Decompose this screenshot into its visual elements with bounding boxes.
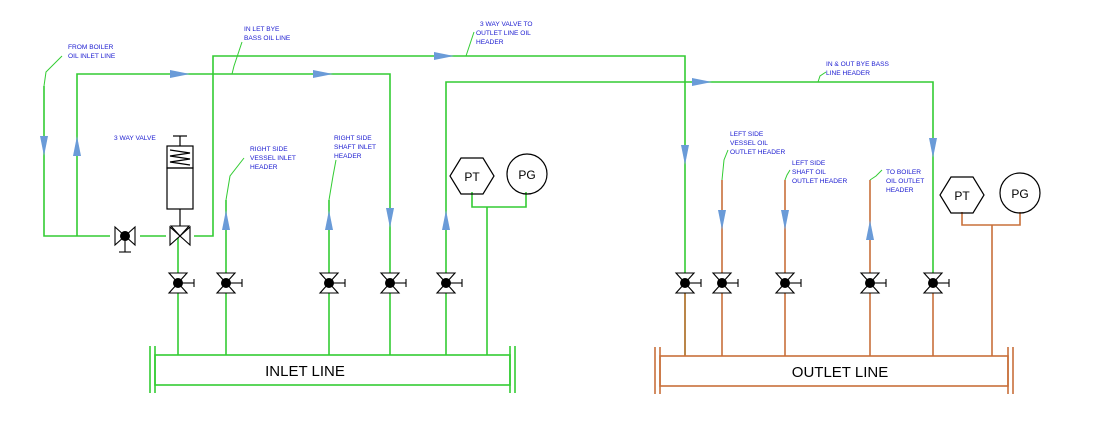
arrow-down bbox=[718, 210, 726, 230]
pressure-gauge-icon bbox=[999, 172, 1041, 214]
valve-actuator-icon bbox=[166, 167, 194, 210]
label-three-way-to-outlet: 3 WAY VALVE TO OUTLET LINE OIL HEADER bbox=[476, 21, 534, 46]
arrow-up bbox=[73, 136, 81, 156]
arrow-right bbox=[692, 78, 712, 86]
pg-label: PG bbox=[1011, 187, 1028, 201]
valves bbox=[114, 135, 950, 294]
arrow-down bbox=[681, 145, 689, 165]
arrow-up bbox=[866, 220, 874, 240]
bypass-valve-icon bbox=[114, 226, 136, 253]
arrow-down bbox=[781, 210, 789, 230]
outlet-valve-icon bbox=[860, 272, 887, 294]
label-to-boiler-outlet: TO BOILER OIL OUTLET HEADER bbox=[886, 169, 926, 194]
label-right-vessel-inlet: RIGHT SIDE VESSEL INLET HEADER bbox=[250, 146, 298, 171]
pt-label: PT bbox=[954, 189, 970, 203]
label-three-way-valve: 3 WAY VALVE bbox=[114, 135, 156, 142]
arrow-up bbox=[325, 210, 333, 230]
label-left-shaft-outlet: LEFT SIDE SHAFT OIL OUTLET HEADER bbox=[792, 160, 847, 185]
pressure-transmitter-icon bbox=[449, 157, 495, 195]
inlet-valve-icon bbox=[168, 272, 195, 294]
outlet-valve-icon bbox=[923, 272, 950, 294]
arrow-down bbox=[40, 136, 48, 156]
flow-arrows bbox=[40, 52, 937, 240]
outlet-valve-icon bbox=[675, 272, 702, 294]
arrow-up bbox=[222, 210, 230, 230]
outlet-valve-icon bbox=[712, 272, 739, 294]
inlet-line-label: INLET LINE bbox=[265, 363, 345, 380]
arrow-down bbox=[386, 208, 394, 228]
pressure-gauge-icon bbox=[506, 153, 548, 195]
label-left-vessel-outlet: LEFT SIDE VESSEL OIL OUTLET HEADER bbox=[730, 131, 785, 156]
label-in-out-bypass: IN & OUT BYE BASS LINE HEADER bbox=[826, 61, 891, 77]
inlet-valve-icon bbox=[436, 272, 463, 294]
annotation-labels: FROM BOILER OIL INLET LINE IN LET BYE BA… bbox=[68, 21, 926, 194]
inlet-instruments: PT PG bbox=[449, 153, 548, 195]
inlet-valve-icon bbox=[216, 272, 243, 294]
outlet-line-label: OUTLET LINE bbox=[792, 364, 888, 381]
label-inlet-bypass: IN LET BYE BASS OIL LINE bbox=[244, 26, 291, 42]
arrow-down bbox=[929, 138, 937, 158]
label-from-boiler: FROM BOILER OIL INLET LINE bbox=[68, 44, 116, 60]
arrow-right bbox=[434, 52, 454, 60]
pt-label: PT bbox=[464, 170, 480, 184]
label-right-shaft-inlet: RIGHT SIDE SHAFT INLET HEADER bbox=[334, 135, 378, 160]
inlet-valve-icon bbox=[319, 272, 346, 294]
pg-label: PG bbox=[518, 168, 535, 182]
pressure-transmitter-icon bbox=[939, 176, 985, 214]
outlet-piping bbox=[654, 180, 1021, 394]
arrow-right bbox=[313, 70, 333, 78]
label-leaders bbox=[43, 31, 883, 201]
three-way-valve-icon bbox=[169, 225, 191, 246]
arrow-right bbox=[170, 70, 190, 78]
outlet-instruments: PT PG bbox=[939, 172, 1041, 214]
inlet-piping bbox=[43, 55, 934, 393]
arrow-up bbox=[442, 210, 450, 230]
inlet-valve-icon bbox=[380, 272, 407, 294]
outlet-valve-icon bbox=[775, 272, 802, 294]
